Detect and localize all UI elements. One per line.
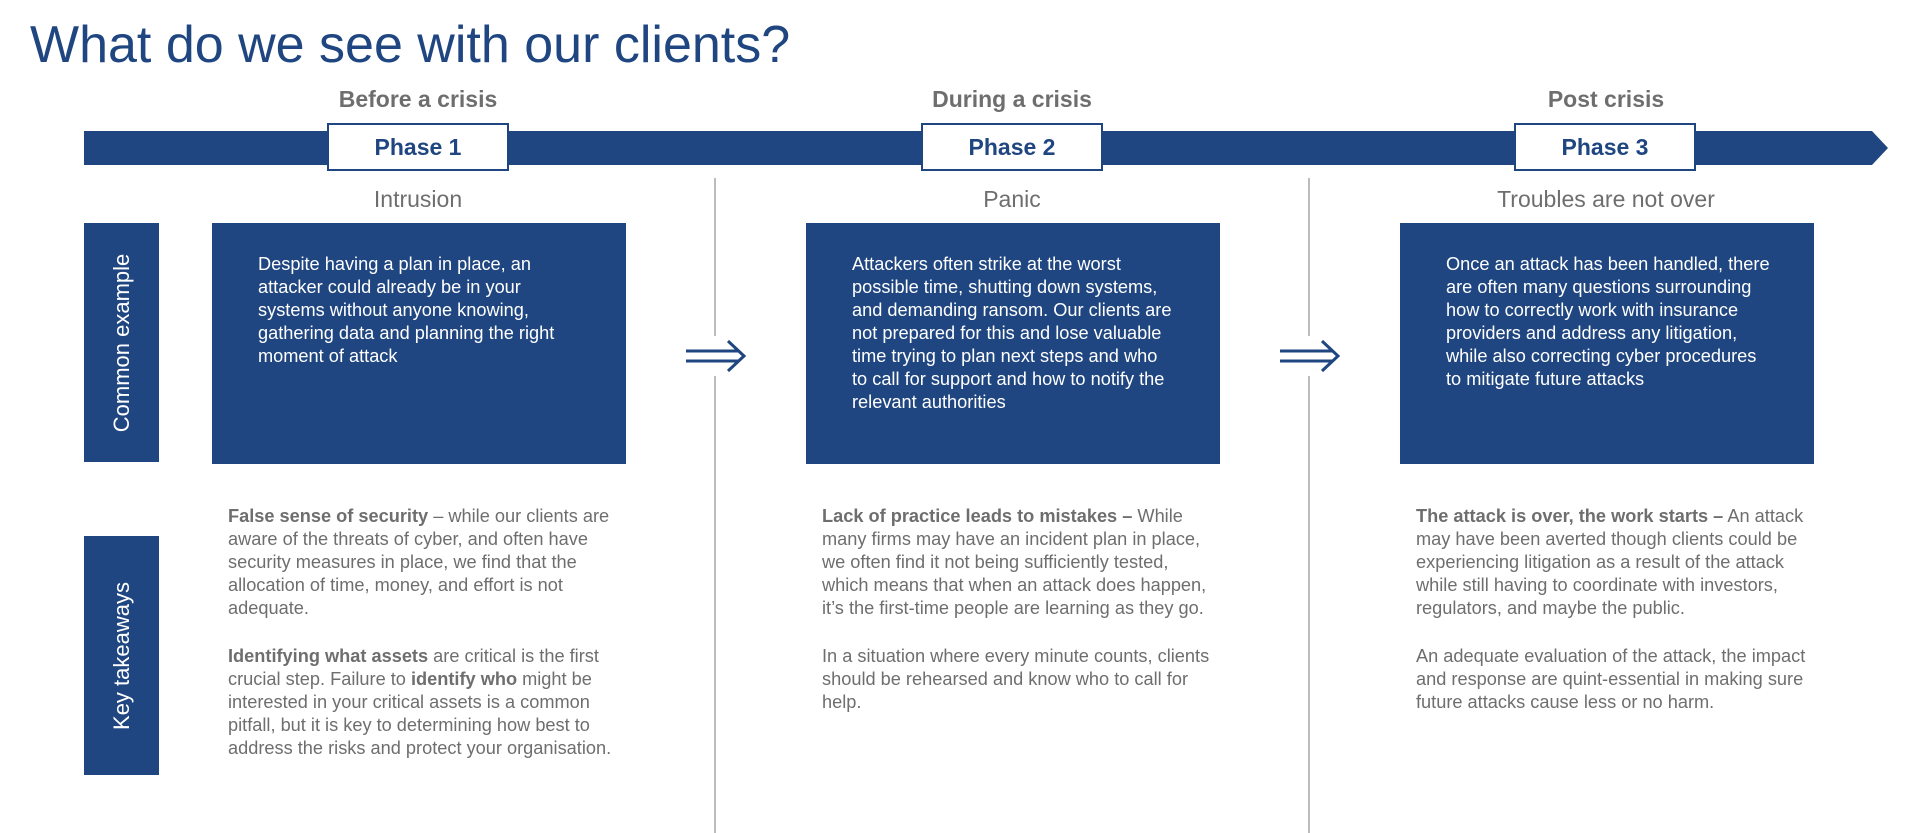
phase-2-subtitle: Panic	[983, 186, 1041, 212]
takeaway-paragraph: The attack is over, the work starts – An…	[1416, 505, 1811, 620]
phase-3-takeaways: The attack is over, the work starts – An…	[1416, 505, 1811, 739]
phase-2-badge: Phase 2	[921, 123, 1103, 171]
side-label-common-example: Common example	[84, 223, 159, 462]
column-divider	[1308, 178, 1310, 833]
phase-1-subtitle: Intrusion	[373, 186, 463, 212]
takeaway-highlight: False sense of security	[228, 506, 429, 526]
takeaway-text: – while our clients are aware of the thr…	[228, 506, 610, 618]
takeaway-text: are critical is the first crucial step. …	[228, 646, 599, 689]
phase-3-example-box: Once an attack has been handled, there a…	[1400, 223, 1814, 464]
phase-3-heading: Post crisis	[1547, 86, 1665, 112]
takeaway-paragraph: False sense of security – while our clie…	[228, 505, 623, 620]
side-label-text: Common example	[108, 253, 134, 432]
phase-1-example-box: Despite having a plan in place, an attac…	[212, 223, 626, 464]
takeaway-highlight: Identifying what assets	[228, 646, 429, 666]
takeaway-paragraph: Lack of practice leads to mistakes – Whi…	[822, 505, 1217, 620]
takeaway-text: might be interested in your critical ass…	[228, 669, 612, 758]
takeaway-text: While many firms may have an incident pl…	[822, 506, 1207, 618]
takeaway-paragraph: In a situation where every minute counts…	[822, 646, 1210, 712]
takeaway-paragraph: Identifying what assets are critical is …	[228, 645, 623, 760]
phase-2-takeaways: Lack of practice leads to mistakes – Whi…	[822, 505, 1217, 739]
phase-1-badge: Phase 1	[327, 123, 509, 171]
takeaway-highlight: identify who	[410, 669, 518, 689]
side-label-text: Key takeaways	[108, 581, 134, 730]
phase-3-badge: Phase 3	[1514, 123, 1696, 171]
takeaway-text: An attack may have been averted though c…	[1416, 506, 1804, 618]
takeaway-highlight: Lack of practice leads to mistakes –	[822, 506, 1133, 526]
page-title: What do we see with our clients?	[30, 16, 791, 74]
phase-2-example-box: Attackers often strike at the worst poss…	[806, 223, 1220, 464]
phase-1-takeaways: False sense of security – while our clie…	[228, 505, 623, 785]
phase-3-subtitle: Troubles are not over	[1497, 186, 1715, 212]
side-label-key-takeaways: Key takeaways	[84, 536, 159, 775]
takeaway-highlight: The attack is over, the work starts –	[1416, 506, 1724, 526]
column-divider	[714, 178, 716, 833]
right-arrow-icon	[684, 336, 748, 376]
takeaway-paragraph: An adequate evaluation of the attack, th…	[1416, 646, 1806, 712]
phase-1-heading: Before a crisis	[338, 86, 498, 112]
phase-2-heading: During a crisis	[932, 86, 1092, 112]
right-arrow-icon	[1278, 336, 1342, 376]
